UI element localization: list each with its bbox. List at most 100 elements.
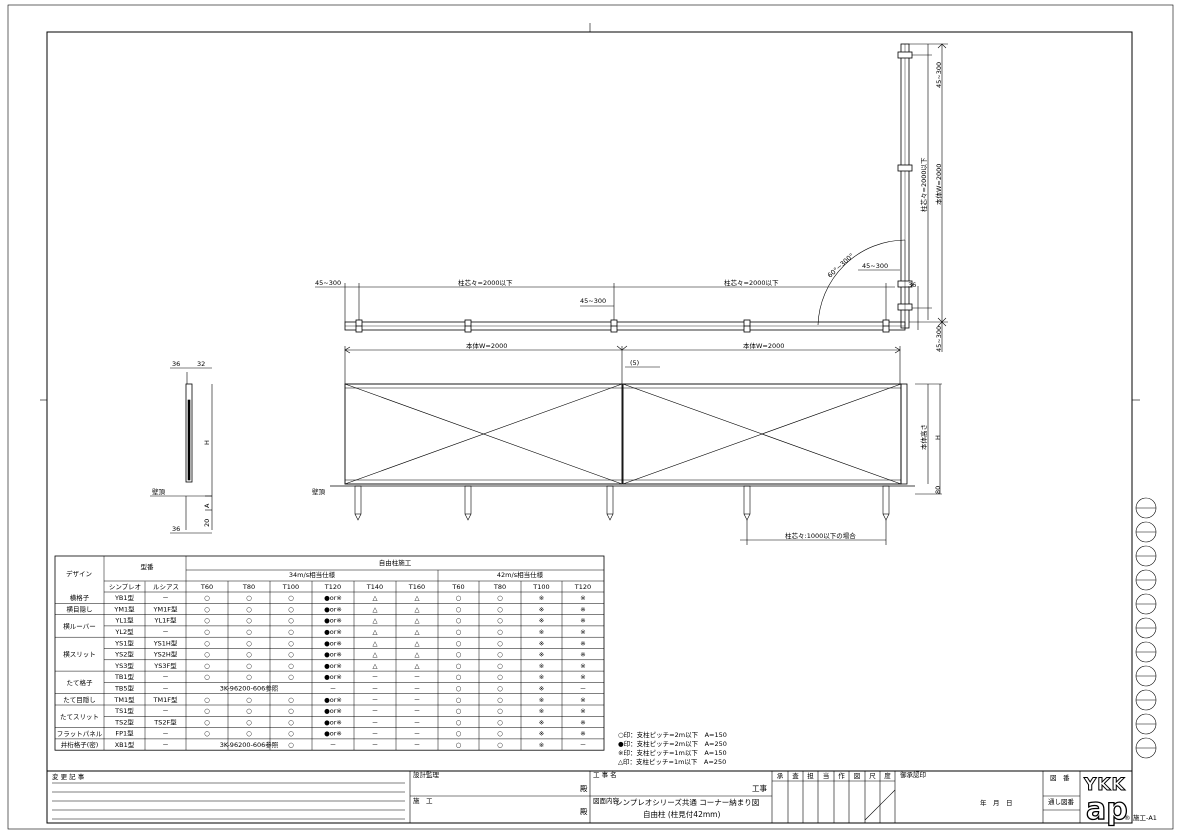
dono-2: 殿 xyxy=(580,807,588,816)
revision-circles xyxy=(1135,497,1157,759)
dim-corner-offset: 45~300 xyxy=(862,262,888,270)
table-col-head: T100 xyxy=(532,583,549,591)
table-cell-value: ※ xyxy=(539,696,544,704)
table-design-group: 横格子 xyxy=(70,593,90,602)
elevation-view xyxy=(330,345,942,545)
sec-dim-32: 32 xyxy=(197,360,205,368)
table-cell-value: ○ xyxy=(288,741,294,749)
table-cell-value: ○ xyxy=(246,730,252,738)
table-cell-value: ※ xyxy=(539,605,544,613)
table-cell-lucias: － xyxy=(162,594,169,602)
construction-label: 施 工 xyxy=(413,796,433,805)
table-cell-value: ○ xyxy=(204,662,210,670)
sec-dim-20: 20 xyxy=(203,519,211,527)
table-cell-value: ※ xyxy=(539,684,544,692)
table-cell-lucias: － xyxy=(162,673,169,681)
dim-body-w-left: 本体W=2000 xyxy=(466,341,507,350)
table-cell-value: △ xyxy=(373,651,378,659)
table-col-head: T160 xyxy=(408,583,425,591)
table-cell-value: △ xyxy=(373,628,378,636)
table-cell-value: △ xyxy=(415,628,420,636)
table-design-group: 横ルーバー xyxy=(63,621,95,630)
table-cell-value: ○ xyxy=(497,662,503,670)
table-head-34: 34m/s相当仕様 xyxy=(289,570,336,579)
drawing-content-label: 図面内容 xyxy=(593,796,620,805)
table-cell-value: ○ xyxy=(246,617,252,625)
title-block xyxy=(47,770,1132,823)
table-col-head: T60 xyxy=(200,583,213,591)
approval-column-label: 度 xyxy=(884,771,891,780)
table-sub-lucias: ルシアス xyxy=(153,583,179,591)
approval-column-label: 図 xyxy=(854,772,861,780)
table-col-head: T80 xyxy=(493,583,506,591)
dim-top-offset: 45~300 xyxy=(935,62,943,88)
table-cell-lucias: YL1F型 xyxy=(154,616,177,625)
plan-post xyxy=(743,319,751,333)
serial-no-label: 通し図番 xyxy=(1048,797,1075,806)
table-cell-value: ○ xyxy=(456,684,462,692)
table-cell-value: ※ xyxy=(580,617,585,625)
table-cell-value: ○ xyxy=(204,639,210,647)
table-col-head: T80 xyxy=(242,583,255,591)
project-name-label: 工 事 名 xyxy=(593,770,617,779)
sec-dim-36-top: 36 xyxy=(172,360,180,368)
table-design-group: たてスリット xyxy=(60,713,99,721)
table-cell-value: ○ xyxy=(204,730,210,738)
table-cell-value: ※ xyxy=(539,617,544,625)
table-cell-value: ※ xyxy=(580,628,585,636)
table-cell-lucias: － xyxy=(162,707,169,715)
elevation-post xyxy=(606,485,614,521)
table-col-head: T140 xyxy=(366,583,383,591)
approval-date: 年 月 日 xyxy=(980,798,1013,807)
table-cell-value: － xyxy=(372,730,379,738)
table-cell-simple: TB5型 xyxy=(114,683,135,692)
ykk-logo-top: YKK xyxy=(1083,775,1126,795)
dono-1: 殿 xyxy=(580,784,588,793)
table-cell-value: － xyxy=(414,730,421,738)
table-cell-value: ○ xyxy=(246,696,252,704)
change-record-label: 変 更 記 事 xyxy=(52,772,85,781)
sec-wall-top: 壁頂 xyxy=(152,487,166,496)
table-cell-value: ※ xyxy=(580,662,585,670)
table-cell-value: △ xyxy=(373,594,378,602)
table-cell-value: － xyxy=(414,684,421,692)
table-cell-value: ○ xyxy=(288,673,294,681)
dim-pitch-vertical: 柱芯々=2000以下 xyxy=(919,157,928,212)
table-cell-value: ○ xyxy=(246,718,252,726)
table-cell-value: △ xyxy=(373,639,378,647)
table-cell-value: ○ xyxy=(456,605,462,613)
dim-mid-offset: 45~300 xyxy=(580,297,606,305)
table-cell-value: － xyxy=(372,696,379,704)
table-cell-value: ○ xyxy=(497,628,503,636)
plan-post xyxy=(897,51,913,59)
approval-column-label: 尺 xyxy=(869,772,876,780)
approval-column-label: 承 xyxy=(777,771,784,780)
table-cell-simple: YB1型 xyxy=(114,593,135,602)
table-cell-value: － xyxy=(414,741,421,749)
approval-column-label: 作 xyxy=(838,771,845,780)
sec-dim-h: H xyxy=(203,440,211,445)
table-cell-simple: TM1型 xyxy=(113,695,135,704)
table-cell-simple: TS1型 xyxy=(114,706,134,715)
approval-column-label: 査 xyxy=(792,771,799,780)
table-cell-value: － xyxy=(372,684,379,692)
table-cell-lucias: － xyxy=(162,730,169,738)
table-cell-value: ●or※ xyxy=(324,707,342,715)
table-cell-value: ※ xyxy=(580,651,585,659)
table-cell-value: ○ xyxy=(456,617,462,625)
table-cell-value: ※ xyxy=(580,718,585,726)
table-cell-value: ●or※ xyxy=(324,617,342,625)
table-cell-value: ○ xyxy=(204,617,210,625)
table-cell-simple: FP1型 xyxy=(115,729,134,738)
table-cell-lucias: YS3F型 xyxy=(153,661,177,670)
table-cell-simple: YS3型 xyxy=(114,661,134,670)
table-cell-value: ○ xyxy=(497,651,503,659)
table-cell-value: ※ xyxy=(539,730,544,738)
table-design-group: たて目隠し xyxy=(63,695,96,704)
table-cell-value: ○ xyxy=(456,628,462,636)
table-cell-value: △ xyxy=(415,594,420,602)
table-cell-value: － xyxy=(372,741,379,749)
table-cell-lucias: TM1F型 xyxy=(153,695,178,704)
dim-80: 80 xyxy=(934,486,942,494)
